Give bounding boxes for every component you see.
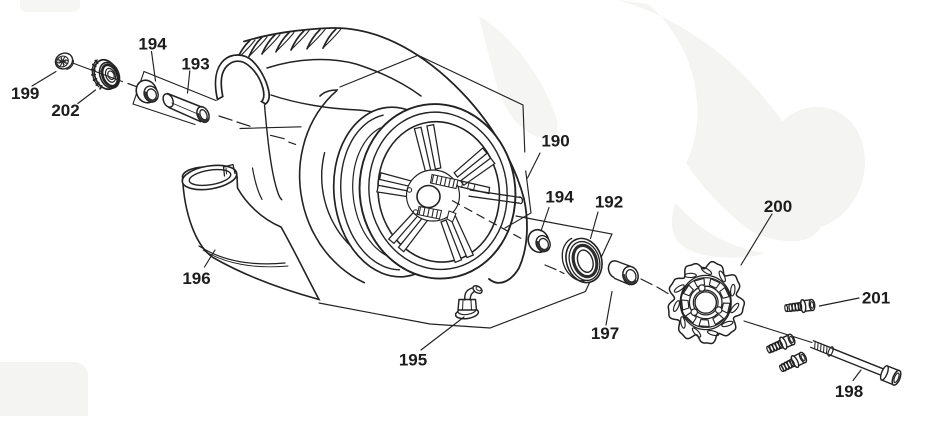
svg-text:190: 190 bbox=[541, 132, 569, 151]
svg-text:201: 201 bbox=[862, 289, 890, 308]
svg-text:192: 192 bbox=[595, 193, 623, 212]
svg-text:194: 194 bbox=[545, 188, 574, 207]
svg-text:193: 193 bbox=[181, 55, 209, 74]
svg-text:198: 198 bbox=[835, 382, 863, 401]
svg-text:202: 202 bbox=[51, 101, 79, 120]
svg-text:199: 199 bbox=[11, 84, 39, 103]
svg-text:196: 196 bbox=[182, 269, 210, 288]
svg-text:194: 194 bbox=[138, 35, 167, 54]
svg-text:195: 195 bbox=[399, 351, 427, 370]
svg-text:200: 200 bbox=[764, 197, 792, 216]
svg-text:197: 197 bbox=[591, 324, 619, 343]
